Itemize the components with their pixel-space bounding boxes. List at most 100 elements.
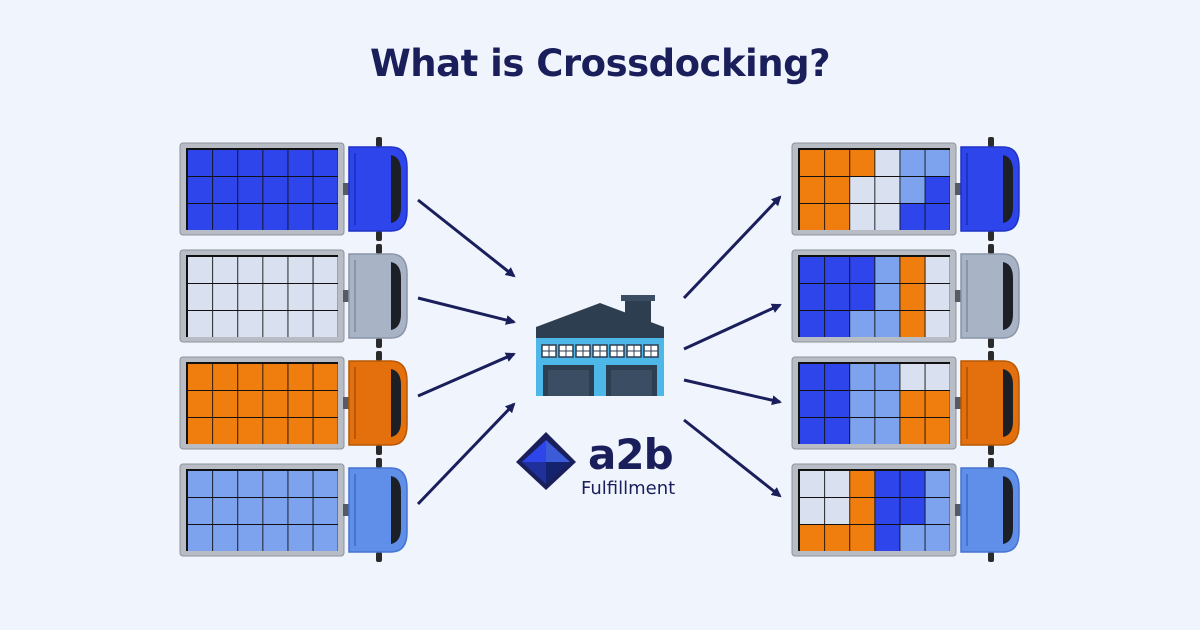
cargo-box — [875, 177, 900, 203]
cargo-box — [188, 391, 213, 417]
cargo-box — [288, 150, 313, 176]
cargo-box — [925, 177, 950, 203]
cargo-box — [925, 525, 950, 551]
truck-icon — [179, 244, 408, 348]
cargo-box — [313, 311, 338, 337]
brand-name: a2b — [588, 430, 674, 479]
cargo-box — [263, 204, 288, 230]
cargo-box — [875, 311, 900, 337]
cargo-box — [900, 284, 925, 310]
truck-icon — [179, 137, 408, 241]
cargo-box — [875, 257, 900, 283]
cargo-box — [875, 364, 900, 390]
cargo-box — [850, 150, 875, 176]
cargo-box — [288, 471, 313, 497]
cargo-box — [263, 471, 288, 497]
cargo-box — [313, 498, 338, 524]
cargo-box — [313, 391, 338, 417]
cargo-box — [238, 498, 263, 524]
cargo-box — [313, 525, 338, 551]
truck-icon — [179, 458, 408, 562]
cargo-box — [263, 391, 288, 417]
cargo-box — [238, 391, 263, 417]
cargo-box — [188, 204, 213, 230]
cargo-box — [188, 498, 213, 524]
cargo-box — [188, 471, 213, 497]
cargo-box — [263, 418, 288, 444]
cargo-box — [263, 284, 288, 310]
cargo-box — [213, 284, 238, 310]
cargo-box — [925, 391, 950, 417]
cargo-box — [825, 364, 850, 390]
arrow-icon — [417, 296, 516, 325]
arrow-icon — [683, 303, 782, 351]
cargo-box — [825, 418, 850, 444]
cargo-box — [313, 284, 338, 310]
cargo-box — [850, 204, 875, 230]
truck-icon — [791, 351, 1020, 455]
cargo-box — [900, 364, 925, 390]
cargo-box — [850, 284, 875, 310]
cargo-box — [288, 311, 313, 337]
cargo-box — [875, 150, 900, 176]
cargo-box — [900, 177, 925, 203]
cargo-box — [188, 525, 213, 551]
cargo-box — [188, 311, 213, 337]
truck-icon — [791, 458, 1020, 562]
cargo-box — [238, 471, 263, 497]
cargo-box — [238, 204, 263, 230]
cargo-box — [850, 418, 875, 444]
cargo-box — [800, 257, 825, 283]
cargo-box — [313, 471, 338, 497]
cargo-box — [188, 284, 213, 310]
cargo-box — [263, 525, 288, 551]
cargo-box — [850, 364, 875, 390]
cargo-box — [800, 471, 825, 497]
cargo-box — [925, 311, 950, 337]
cargo-box — [850, 257, 875, 283]
cargo-box — [238, 364, 263, 390]
cargo-box — [850, 177, 875, 203]
cargo-box — [213, 150, 238, 176]
cargo-box — [188, 177, 213, 203]
cargo-box — [288, 204, 313, 230]
cargo-box — [875, 418, 900, 444]
cargo-box — [213, 177, 238, 203]
cargo-box — [800, 284, 825, 310]
cargo-box — [850, 498, 875, 524]
cargo-box — [825, 284, 850, 310]
cargo-box — [313, 364, 338, 390]
cargo-box — [213, 364, 238, 390]
truck-icon — [179, 351, 408, 455]
cargo-box — [825, 311, 850, 337]
cargo-box — [900, 418, 925, 444]
cargo-box — [850, 471, 875, 497]
arrow-icon — [417, 198, 516, 278]
cargo-box — [850, 311, 875, 337]
cargo-box — [313, 177, 338, 203]
cargo-box — [238, 311, 263, 337]
cargo-box — [900, 311, 925, 337]
cargo-box — [825, 498, 850, 524]
cargo-box — [238, 418, 263, 444]
cargo-box — [213, 498, 238, 524]
cargo-box — [288, 418, 313, 444]
cargo-box — [800, 391, 825, 417]
cargo-box — [188, 257, 213, 283]
cargo-box — [900, 257, 925, 283]
cargo-box — [238, 177, 263, 203]
cargo-box — [900, 498, 925, 524]
cargo-box — [900, 471, 925, 497]
cargo-box — [238, 525, 263, 551]
cargo-box — [288, 284, 313, 310]
cargo-box — [263, 498, 288, 524]
arrow-icon — [683, 378, 782, 406]
cargo-box — [925, 471, 950, 497]
arrow-icon — [416, 402, 516, 506]
cargo-box — [900, 150, 925, 176]
cargo-box — [875, 284, 900, 310]
cargo-box — [213, 471, 238, 497]
cargo-box — [900, 525, 925, 551]
cargo-box — [875, 525, 900, 551]
